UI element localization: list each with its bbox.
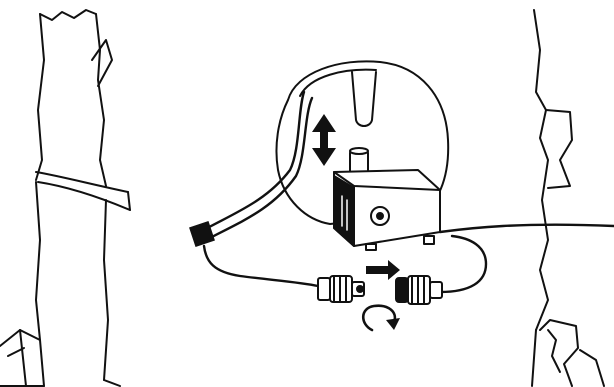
right-wall <box>532 10 604 386</box>
rotate-arrow-icon <box>363 306 400 330</box>
left-plug-connector <box>318 276 364 302</box>
left-wall <box>0 10 130 386</box>
right-socket-connector <box>396 276 442 304</box>
right-arrow-icon <box>366 260 400 280</box>
